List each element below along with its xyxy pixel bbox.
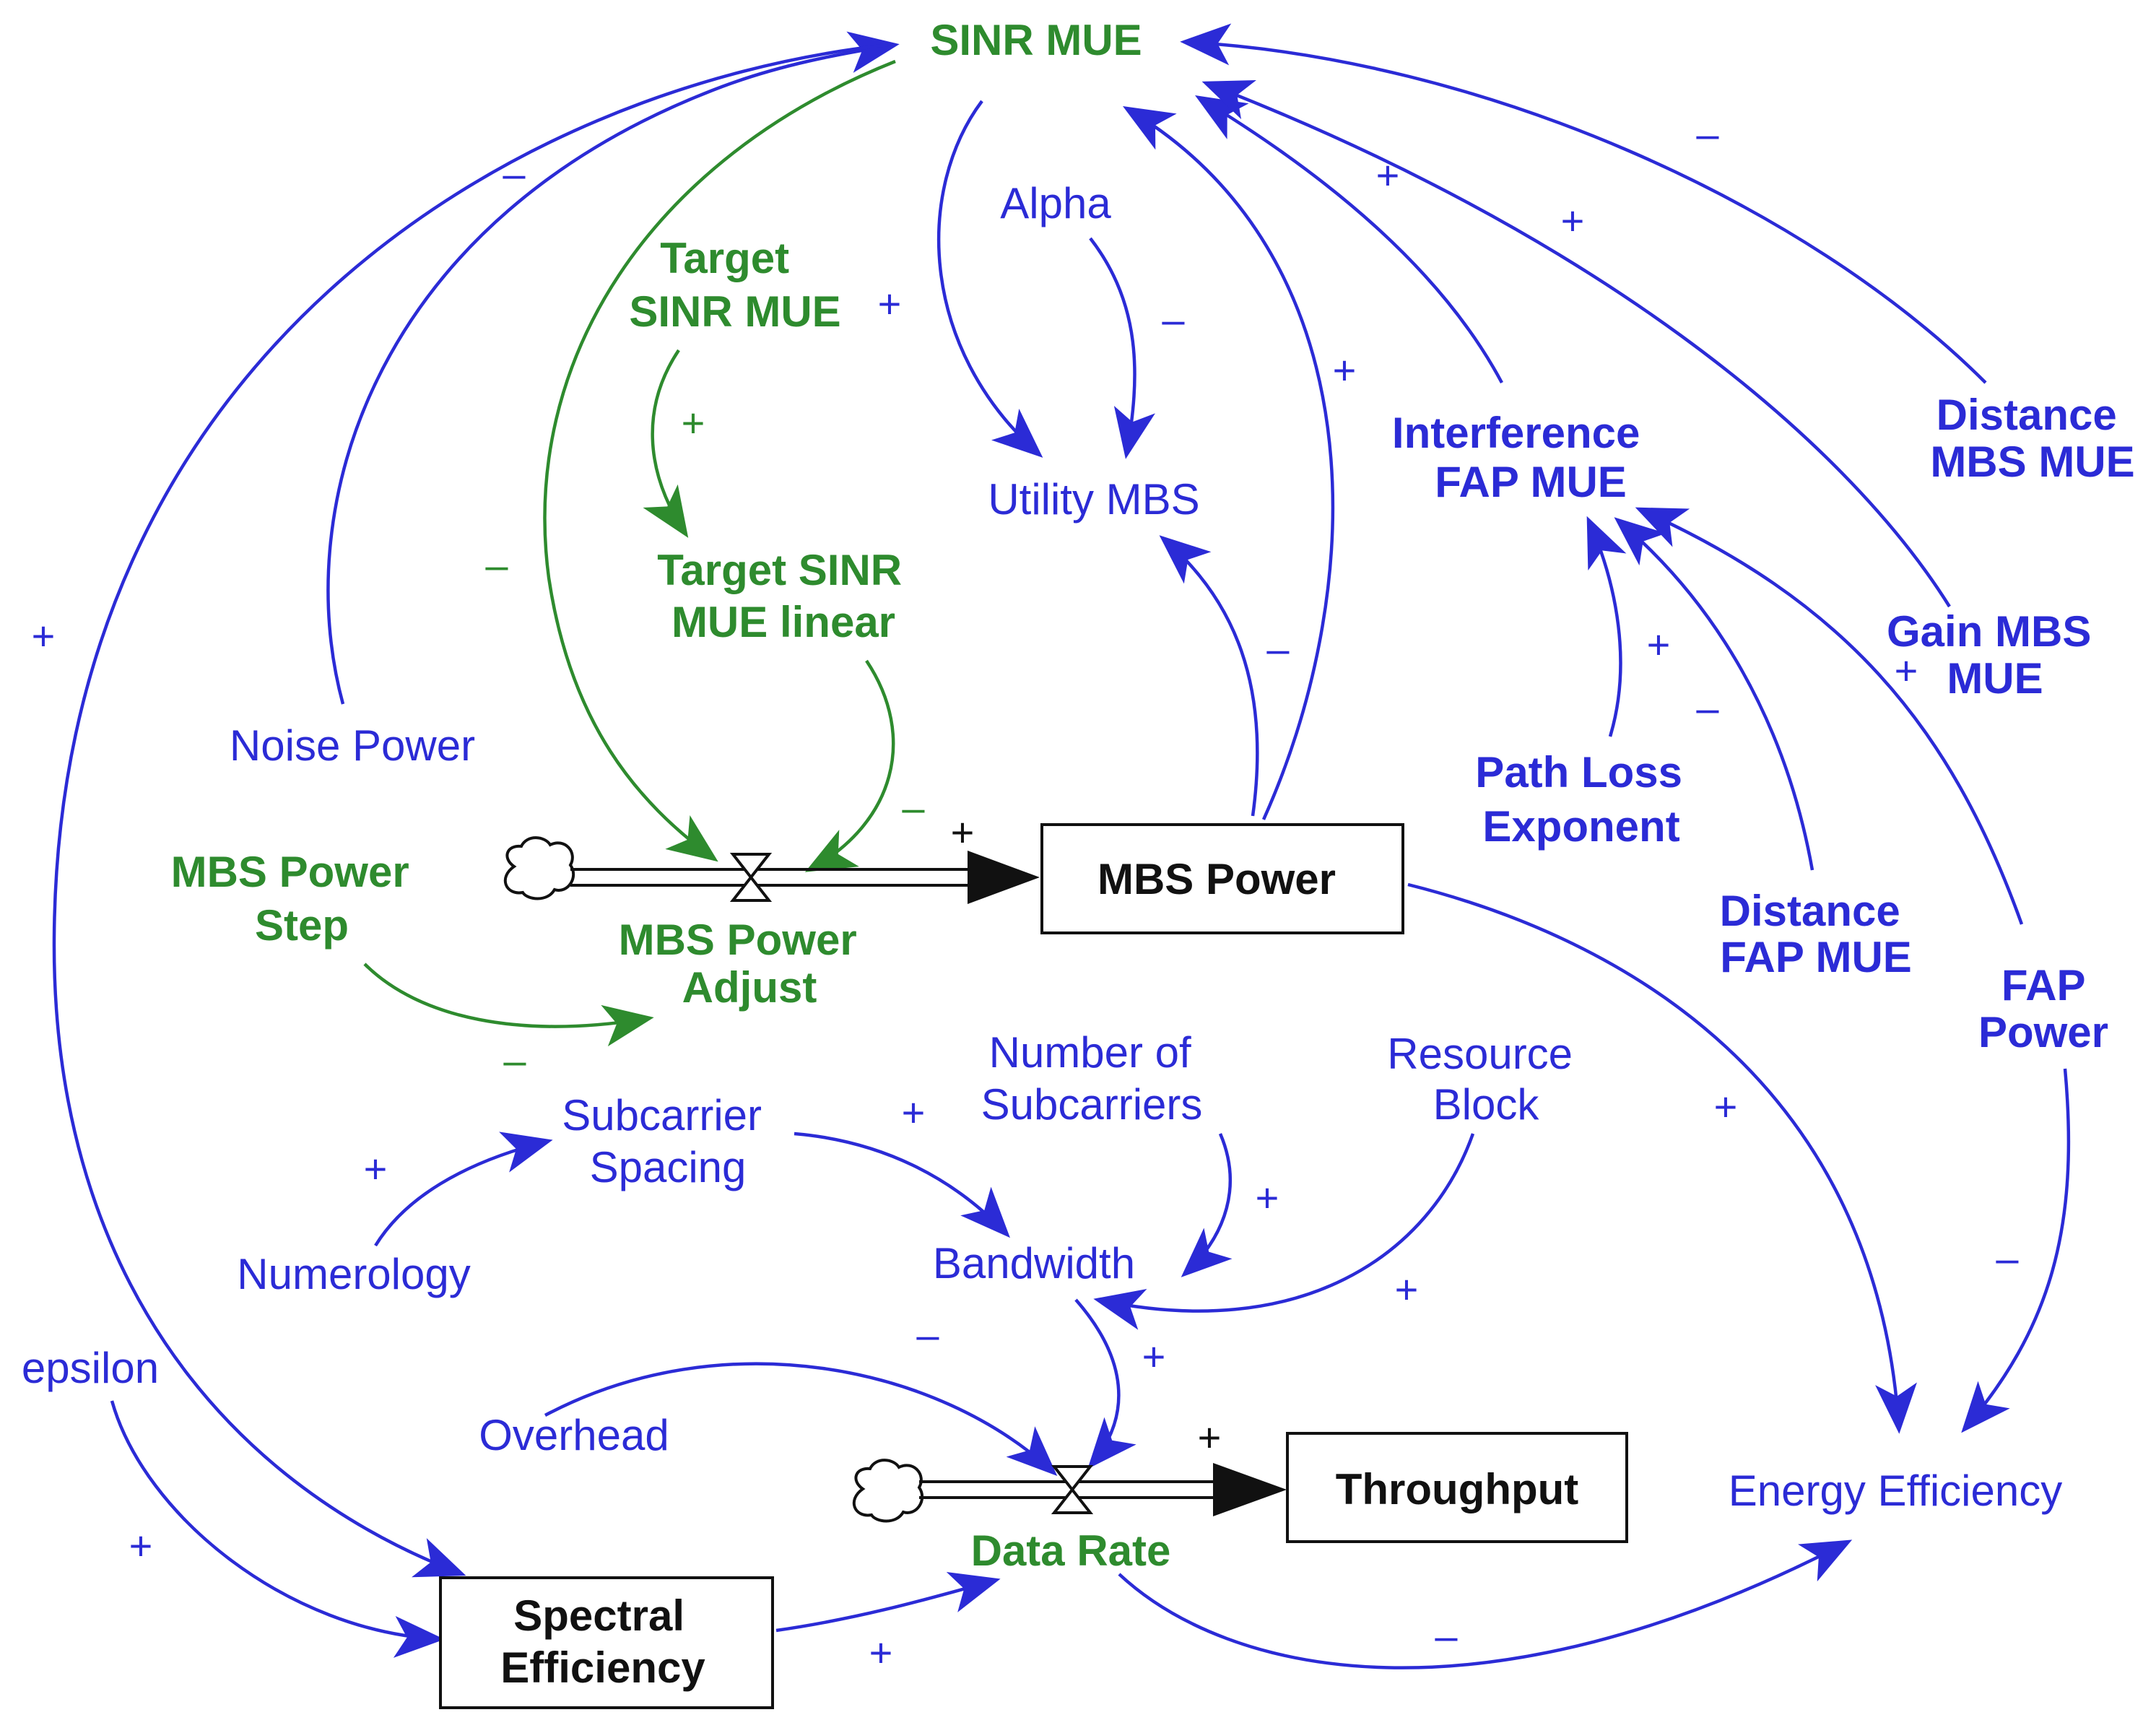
- sign-alpha-minus: –: [1162, 297, 1185, 342]
- link-distance-mbs-to-sinr: [1180, 23, 1987, 384]
- node-numerology[interactable]: Numerology: [237, 1250, 470, 1298]
- link-gain-to-sinr: [1201, 79, 1951, 608]
- link-distance-fap-to-interference: [1614, 517, 1814, 871]
- cloud-source-icon: [504, 836, 575, 900]
- sign-interference-plus: +: [1376, 152, 1400, 198]
- link-step-to-adjust: [363, 963, 654, 1047]
- sign-subcarriers-plus: +: [1256, 1175, 1279, 1220]
- sign-gain-plus-top: +: [1561, 198, 1585, 243]
- sign-path-loss-plus: +: [1647, 622, 1671, 667]
- node-interference-fap-mue[interactable]: Interference FAP MUE: [1392, 409, 1652, 506]
- link-sinr-to-adjust: [543, 59, 896, 862]
- node-resource-block[interactable]: Resource Block: [1387, 1030, 1584, 1129]
- link-alpha-to-utility: [1089, 237, 1155, 459]
- polarity-signs: – + – + + – + + + – – + – + – + – + + + …: [32, 111, 2020, 1675]
- link-bandwidth-to-data-rate: [1074, 1298, 1136, 1469]
- node-labels: SINR MUE Alpha Target SINR MUE Utility M…: [22, 16, 2135, 1692]
- link-sinr-to-spectral-efficiency: [52, 43, 889, 1578]
- sign-mbs-to-utility: –: [1266, 626, 1290, 672]
- sign-rate-to-ee: –: [1435, 1613, 1458, 1659]
- link-interference-to-sinr: [1195, 95, 1503, 384]
- node-distance-mbs-mue[interactable]: Distance MBS MUE: [1930, 391, 2134, 486]
- link-overhead-to-data-rate: [544, 1362, 1058, 1476]
- sign-resource-plus: +: [1395, 1267, 1419, 1312]
- node-mbs-power-adjust[interactable]: MBS Power Adjust: [619, 916, 869, 1012]
- node-target-sinr-mue-linear[interactable]: Target SINR MUE linear: [657, 546, 914, 646]
- node-utility-mbs[interactable]: Utility MBS: [988, 475, 1199, 524]
- node-fap-power[interactable]: FAP Power: [1978, 961, 2108, 1056]
- link-noise-to-sinr: [326, 31, 900, 705]
- sign-se-to-rate: +: [869, 1630, 893, 1675]
- sign-step-minus: –: [503, 1038, 526, 1083]
- sign-sinr-to-spectral: +: [32, 613, 56, 659]
- sign-distance-mbs-minus: –: [1696, 111, 1719, 157]
- sign-spacing-plus: +: [902, 1090, 926, 1135]
- spectral-efficiency-box[interactable]: [439, 1576, 774, 1709]
- node-number-of-subcarriers[interactable]: Number of Subcarriers: [981, 1028, 1204, 1129]
- node-throughput[interactable]: Throughput: [1336, 1465, 1579, 1513]
- sign-adjust-to-power: +: [951, 809, 975, 855]
- green-links: [363, 59, 896, 1047]
- node-mbs-power[interactable]: MBS Power: [1097, 855, 1336, 903]
- link-mbs-power-to-ee: [1407, 882, 1917, 1434]
- link-spacing-to-bandwidth: [794, 1132, 1010, 1238]
- mbs-power-flow: [504, 823, 1404, 934]
- blue-links: [52, 23, 2071, 1669]
- link-sinr-to-utility: [937, 100, 1043, 458]
- sign-fap-to-ee: –: [1996, 1235, 2019, 1281]
- node-energy-efficiency[interactable]: Energy Efficiency: [1729, 1467, 2062, 1515]
- sign-rate-to-throughput: +: [1198, 1415, 1222, 1460]
- node-sinr-mue[interactable]: SINR MUE: [930, 16, 1142, 64]
- cloud-source-icon: [853, 1459, 924, 1523]
- link-mbs-power-to-utility: [1159, 535, 1259, 817]
- node-gain-mbs-mue[interactable]: Gain MBS MUE: [1887, 607, 2103, 703]
- sign-bandwidth-plus: +: [1142, 1334, 1166, 1379]
- node-bandwidth[interactable]: Bandwidth: [933, 1239, 1135, 1287]
- sign-overhead-minus: –: [916, 1312, 939, 1358]
- sign-target-to-linear: +: [682, 400, 705, 446]
- link-fap-power-to-ee: [1961, 1068, 2071, 1433]
- node-spectral-efficiency[interactable]: Spectral Efficiency: [500, 1591, 705, 1692]
- link-mbs-power-to-sinr: [1123, 106, 1335, 820]
- node-distance-fap-mue[interactable]: Distance FAP MUE: [1720, 887, 1913, 981]
- node-target-sinr-mue[interactable]: Target SINR MUE: [629, 234, 840, 336]
- node-epsilon[interactable]: epsilon: [22, 1344, 159, 1392]
- sign-sinr-to-adjust: –: [485, 542, 508, 588]
- sign-linear-to-adjust: –: [902, 785, 925, 830]
- valve-icon[interactable]: [729, 853, 773, 902]
- throughput-box[interactable]: [1286, 1432, 1628, 1543]
- link-path-loss-to-interference: [1586, 516, 1627, 737]
- link-numerology-to-spacing: [374, 1132, 553, 1247]
- sign-noise-to-sinr: –: [503, 151, 526, 196]
- sign-numerology-plus: +: [364, 1146, 388, 1191]
- link-subcarriers-to-bandwidth: [1181, 1133, 1233, 1277]
- link-spectral-efficiency-to-data-rate: [775, 1571, 1001, 1633]
- sign-target-plus: +: [878, 281, 902, 326]
- sign-mbs-to-ee: +: [1714, 1084, 1738, 1129]
- sign-distance-fap-minus: –: [1696, 685, 1719, 731]
- sign-mbs-to-sinr: +: [1333, 347, 1357, 393]
- link-data-rate-to-ee: [1118, 1539, 1853, 1669]
- node-overhead[interactable]: Overhead: [479, 1411, 669, 1459]
- flow-arrowhead: [968, 851, 1040, 904]
- throughput-flow: [853, 1432, 1628, 1543]
- valve-icon[interactable]: [1051, 1465, 1094, 1514]
- link-epsilon-to-spectral-efficiency: [110, 1400, 445, 1658]
- link-resource-block-to-bandwidth: [1093, 1133, 1475, 1330]
- node-mbs-power-step[interactable]: MBS Power Step: [171, 848, 422, 950]
- node-path-loss-exponent[interactable]: Path Loss Exponent: [1475, 748, 1694, 851]
- node-data-rate[interactable]: Data Rate: [971, 1526, 1171, 1575]
- node-subcarrier-spacing[interactable]: Subcarrier Spacing: [562, 1091, 773, 1191]
- node-alpha[interactable]: Alpha: [1000, 179, 1111, 227]
- sign-gain-plus-bottom: +: [1895, 648, 1918, 693]
- flow-arrowhead: [1213, 1463, 1287, 1516]
- link-target-to-linear: [643, 349, 689, 538]
- sign-epsilon-plus: +: [129, 1523, 153, 1568]
- link-linear-to-adjust: [804, 659, 895, 872]
- mbs-power-box[interactable]: [1040, 823, 1404, 934]
- link-fap-power-to-interference: [1635, 507, 2024, 925]
- node-noise-power[interactable]: Noise Power: [230, 721, 475, 770]
